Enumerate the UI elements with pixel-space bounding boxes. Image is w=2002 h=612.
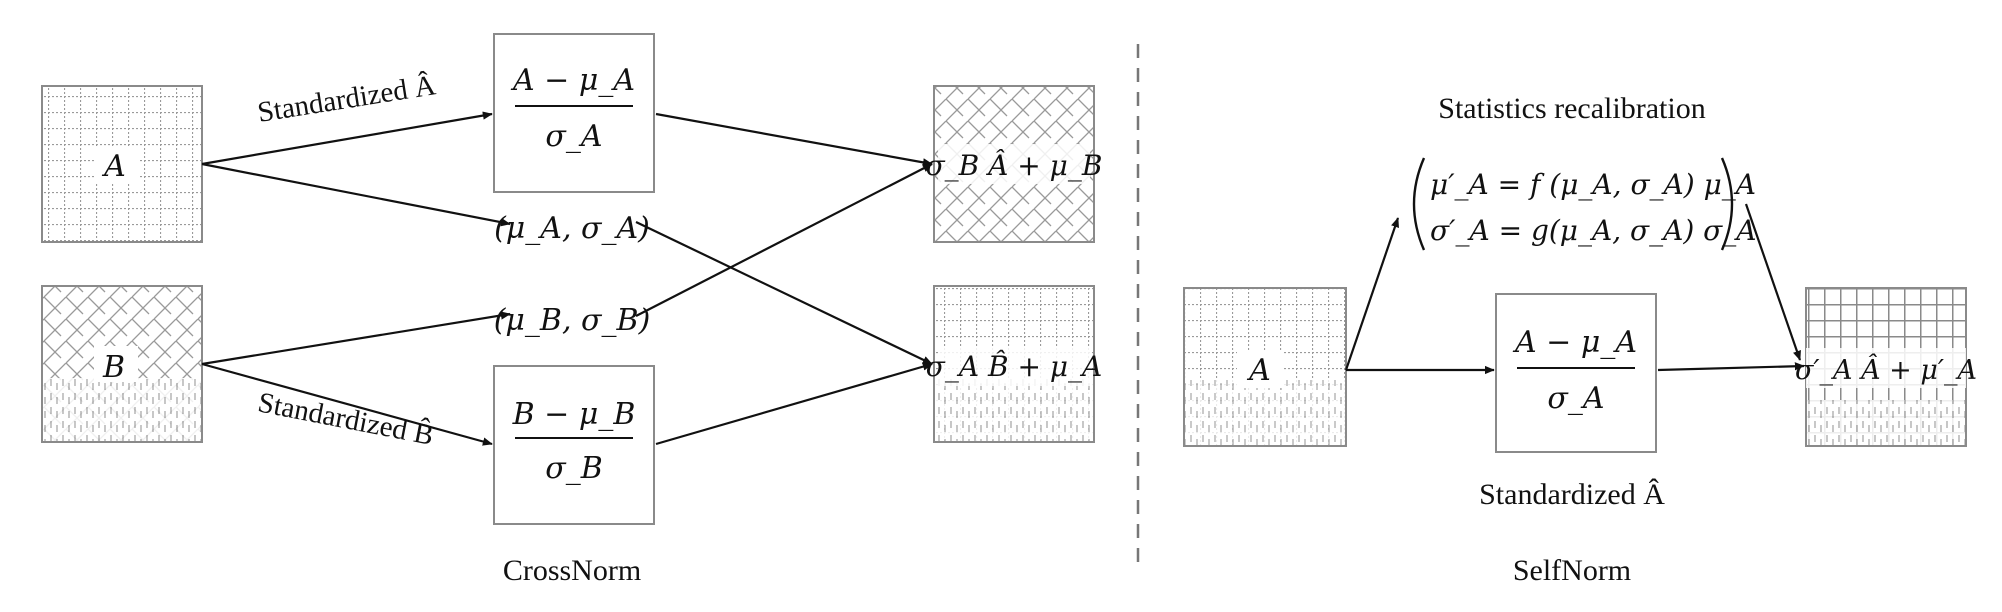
box-a-numerator: A − μ_A [510,63,635,98]
selfnorm-tile-a-label: A [1246,353,1271,388]
selfnorm-caption: SelfNorm [1513,554,1631,587]
crossnorm-arrows [201,111,933,446]
crossnorm-box-a: A − μ_A σ_A [493,33,655,193]
recalibration-formula: μ′_A = f (μ_A, σ_A) μ_A σ′_A = g(μ_A, σ_… [1412,157,1757,251]
output-top-formula: σ_B Â + μ_B [926,149,1103,182]
box-b-denominator: σ_B [545,451,603,486]
selfnorm-standardized-label: Standardized Â [1479,478,1665,511]
selfnorm-arrows [1344,203,1805,375]
crossnorm-tile-a: A [41,85,203,243]
recalibration-line-1: μ′_A = f (μ_A, σ_A) μ_A [1430,168,1756,201]
stats-b-label: (μ_B, σ_B) [494,303,651,338]
selfnorm-output: σ′_A Â + μ′_A [1795,287,1977,447]
output-bottom-formula: σ_A B̂ + μ_A [926,350,1103,383]
recalibration-line-2: σ′_A = g(μ_A, σ_A) σ_A [1430,214,1757,247]
selfnorm-box-numerator: A − μ_A [1512,325,1637,360]
standardized-a-label: Standardized Â [255,68,438,129]
box-a-denominator: σ_A [545,119,602,154]
crossnorm-caption: CrossNorm [503,554,641,587]
left-paren-icon [1412,157,1426,251]
tile-b-label: B [102,350,125,385]
selfnorm-box: A − μ_A σ_A [1495,293,1657,453]
crossnorm-box-b: B − μ_B σ_B [493,365,655,525]
stats-a-label: (μ_A, σ_A) [494,211,650,246]
selfnorm-output-formula: σ′_A Â + μ′_A [1795,353,1977,386]
recalibration-title: Statistics recalibration [1438,92,1705,125]
crossnorm-output-top: σ_B Â + μ_B [926,85,1103,243]
selfnorm-tile-a: A [1183,287,1347,447]
crossnorm-tile-b: B [41,285,203,443]
box-b-numerator: B − μ_B [512,397,636,432]
selfnorm-box-denominator: σ_A [1547,381,1604,416]
standardized-b-label: Standardized B̂ [255,385,436,452]
crossnorm-output-bottom: σ_A B̂ + μ_A [926,285,1103,443]
right-paren-icon [1720,157,1734,251]
tile-a-label: A [101,149,126,184]
